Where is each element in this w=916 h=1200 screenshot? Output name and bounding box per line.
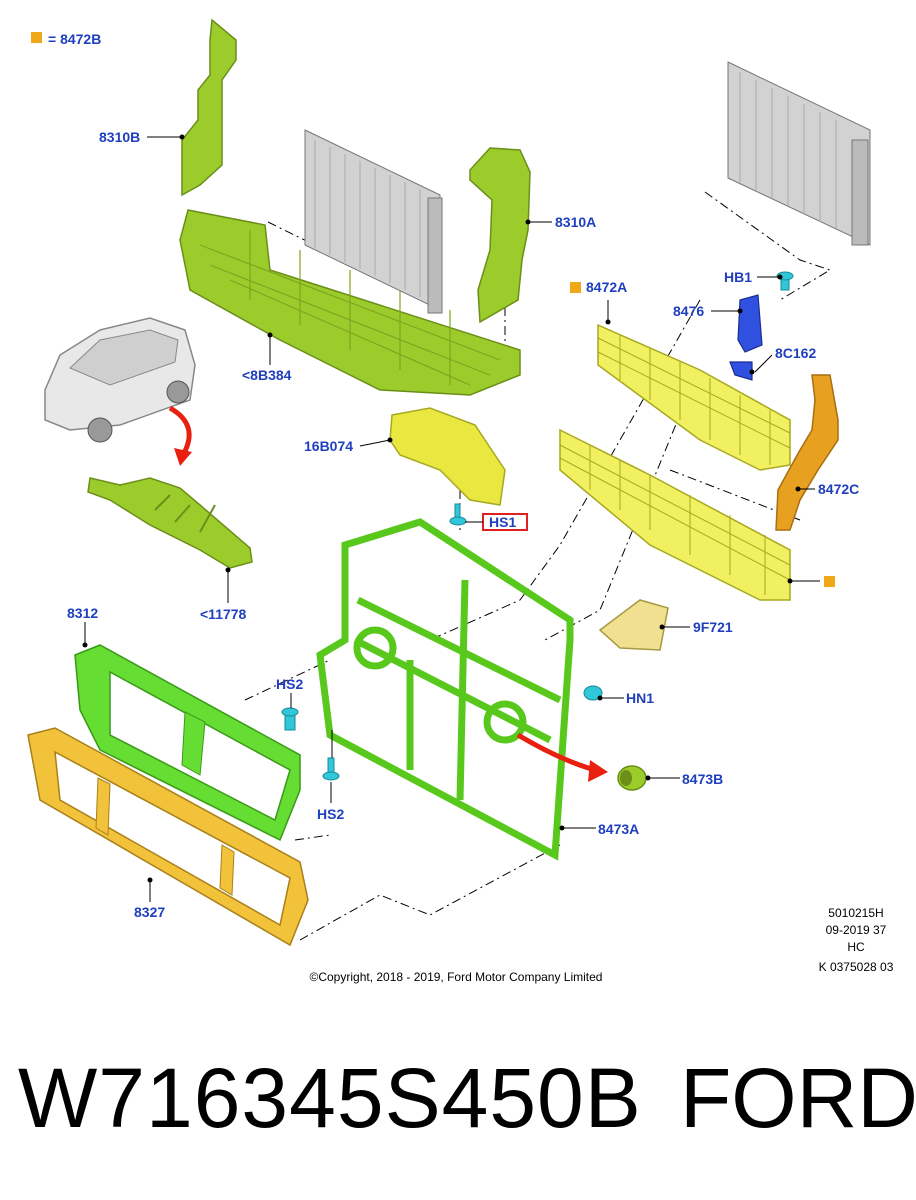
callout-11778: <11778 [200,606,247,622]
callout-8476: 8476 [673,303,704,319]
callout-8310A: 8310A [555,214,596,230]
callout-8310B: 8310B [99,129,140,145]
callout-HS1: HS1 [489,514,516,530]
part-8472A [597,323,791,471]
callout-8B384: <8B384 [242,367,292,383]
part-8472B [559,428,791,601]
fastener-HS2-upper [281,707,299,731]
legend-text: = 8472B [48,31,101,47]
fastener-HS1 [449,503,467,526]
exploded-parts-diagram: = 8472B [27,18,894,984]
radiator-center [304,129,443,314]
arrow-red-lower [516,732,596,773]
part-8473A [316,518,574,861]
part-8476 [737,294,763,353]
callout-8473A: 8473A [598,821,639,837]
callout-HN1: HN1 [626,690,654,706]
radiator-right [727,61,871,246]
callout-16B074: 16B074 [304,438,353,454]
vehicle-illustration [44,317,196,443]
part-8310A [469,147,531,324]
callout-8472A-swatch [570,282,581,293]
meta-line-1: 5010215H [828,906,883,920]
arrow-red-upper [168,405,192,457]
part-9F721 [598,599,669,651]
meta-line-3: HC [847,940,865,954]
brand-text: FORD [680,1051,916,1145]
callout-HS2-upper: HS2 [276,676,303,692]
part-16B074 [389,407,506,506]
callout-HS2-lower: HS2 [317,806,344,822]
callout-8472C: 8472C [818,481,859,497]
part-8312 [74,644,301,842]
part-number-text: W716345S450B [18,1051,642,1145]
leader-lines [82,134,820,902]
meta-line-4: K 0375028 03 [819,960,894,974]
callout-8472A: 8472A [586,279,627,295]
part-8310B [181,18,237,197]
callout-8312: 8312 [67,605,98,621]
part-8C162 [729,361,753,381]
callout-HB1: HB1 [724,269,752,285]
callout-8C162: 8C162 [775,345,816,361]
callout-8473B: 8473B [682,771,723,787]
callout-9F721: 9F721 [693,619,733,635]
meta-line-2: 09-2019 37 [826,923,887,937]
fastener-HN1 [583,685,603,701]
legend-swatch [31,32,42,43]
callout-8472B-swatch [824,576,835,587]
part-8327 [27,727,309,947]
fastener-HS2-lower [322,757,340,781]
part-8473B [617,765,647,791]
copyright-text: ©Copyright, 2018 - 2019, Ford Motor Comp… [310,970,603,984]
part-11778 [87,477,253,569]
part-8472C [775,374,839,531]
part-8B384 [179,209,521,396]
callout-8327: 8327 [134,904,165,920]
